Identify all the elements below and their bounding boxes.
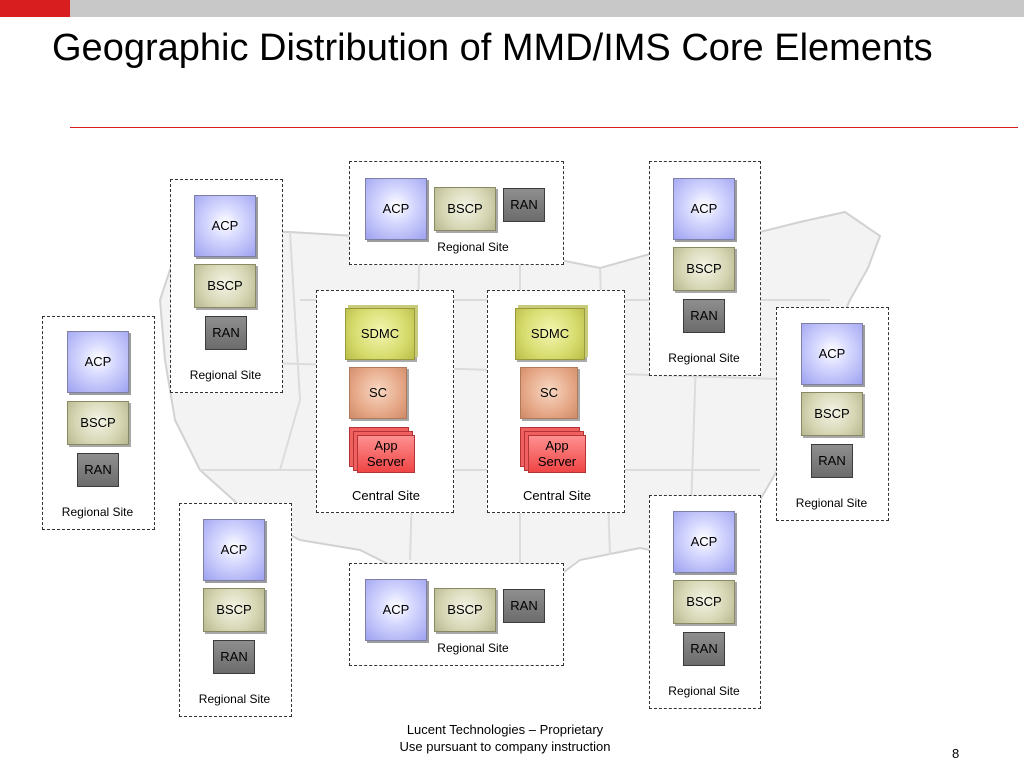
ran-node: RAN (683, 632, 725, 666)
footer-instruction: Use pursuant to company instruction (399, 739, 611, 754)
ran-node: RAN (683, 299, 725, 333)
acp-node: ACP (194, 195, 256, 257)
ran-node: RAN (205, 316, 247, 350)
acp-node: ACP (67, 331, 129, 393)
top-bar-red (0, 0, 70, 17)
central-site-label: Central Site (352, 488, 420, 503)
regional-site-label: Regional Site (189, 368, 262, 382)
bscp-node: BSCP (673, 247, 735, 291)
regional-site-label: Regional Site (61, 505, 134, 519)
app-server-line1: App (545, 438, 569, 453)
ran-node: RAN (503, 589, 545, 623)
ran-node: RAN (811, 444, 853, 478)
ran-node: RAN (77, 453, 119, 487)
sc-node: SC (349, 367, 407, 419)
central-site-label: Central Site (523, 488, 591, 503)
acp-node: ACP (673, 178, 735, 240)
acp-node: ACP (673, 511, 735, 573)
app-server-line1: App (374, 438, 398, 453)
regional-site-label: Regional Site (437, 641, 509, 655)
sc-node: SC (520, 367, 578, 419)
top-bar-grey (70, 0, 1024, 17)
ran-node: RAN (213, 640, 255, 674)
footer-proprietary: Lucent Technologies – Proprietary (406, 722, 604, 737)
bscp-node: BSCP (434, 588, 496, 632)
acp-node: ACP (801, 323, 863, 385)
bscp-node: BSCP (434, 187, 496, 231)
title-rule (70, 127, 1018, 128)
bscp-node: BSCP (801, 392, 863, 436)
bscp-node: BSCP (67, 401, 129, 445)
bscp-node: BSCP (194, 264, 256, 308)
footer: Lucent Technologies – Proprietary Use pu… (360, 721, 650, 755)
sdmc-node: SDMC (345, 308, 415, 360)
app-server-line2: Server (537, 454, 577, 469)
bscp-node: BSCP (673, 580, 735, 624)
page-number: 8 (952, 746, 960, 761)
app-server-line2: Server (366, 454, 406, 469)
regional-site-label: Regional Site (668, 351, 740, 365)
acp-node: ACP (365, 178, 427, 240)
bscp-node: BSCP (203, 588, 265, 632)
app-server-node: App Server (357, 435, 415, 473)
sdmc-node: SDMC (515, 308, 585, 360)
regional-site-label: Regional Site (437, 240, 509, 254)
regional-site-label: Regional Site (795, 496, 868, 510)
acp-node: ACP (365, 579, 427, 641)
app-server-node: App Server (528, 435, 586, 473)
regional-site-label: Regional Site (198, 692, 271, 706)
acp-node: ACP (203, 519, 265, 581)
ran-node: RAN (503, 188, 545, 222)
slide-title: Geographic Distribution of MMD/IMS Core … (52, 27, 933, 69)
regional-site-label: Regional Site (668, 684, 740, 698)
